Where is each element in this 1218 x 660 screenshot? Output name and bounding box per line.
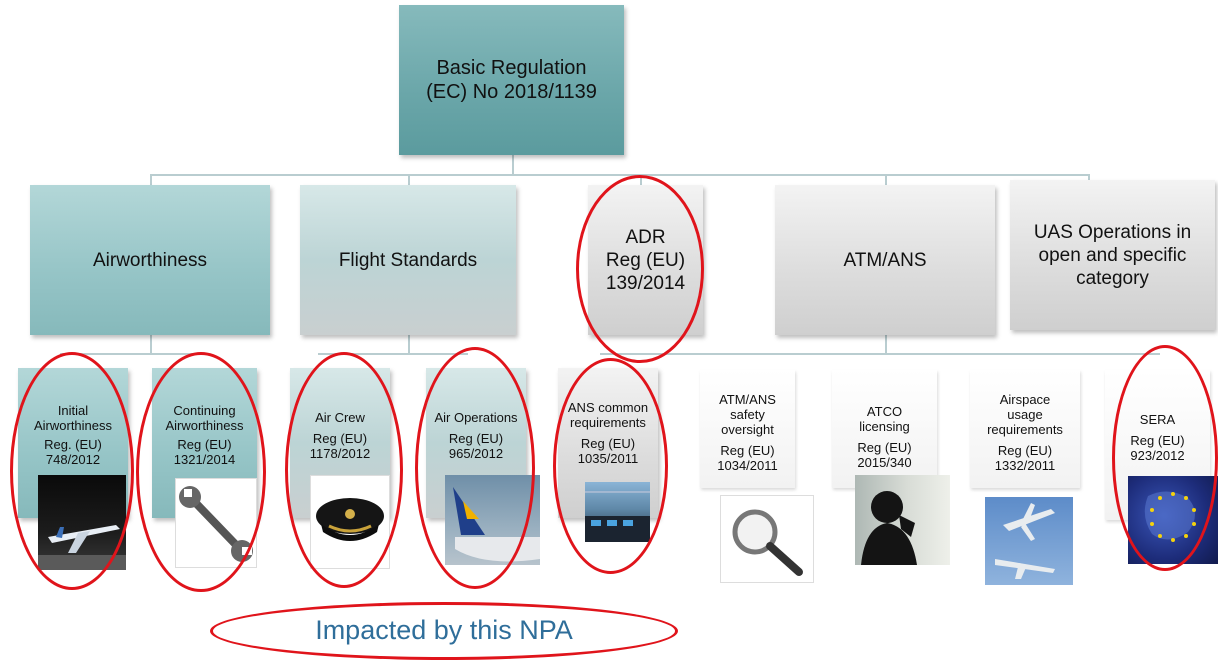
connector-air-bus: [60, 353, 200, 355]
category-atm-ans-box: ATM/ANS: [775, 185, 995, 335]
connector-flight-standards: [408, 174, 410, 186]
sub-air-crew-reg: Reg (EU): [312, 431, 368, 446]
legend-label: Impacted by this NPA: [315, 615, 573, 645]
sub-atco-licensing-box: ATCO licensing Reg (EU) 2015/340: [832, 370, 937, 488]
category-uas-label: UAS Operations in open and specific cate…: [1033, 221, 1192, 289]
root-title: Basic Regulation: [436, 57, 587, 79]
connector-fs-down: [408, 334, 410, 354]
sub-atm-oversight-name: ATM/ANS safety oversight: [719, 392, 776, 437]
category-adr-box: ADR Reg (EU) 139/2014: [588, 185, 703, 335]
sub-air-crew-name: Air Crew: [315, 410, 365, 425]
sub-continuing-airworthiness-number: 1321/2014: [173, 452, 236, 467]
sub-air-operations-number: 965/2012: [448, 446, 504, 461]
category-airworthiness-box: Airworthiness: [30, 185, 270, 335]
connector-air-down: [150, 334, 152, 354]
sub-air-operations-name: Air Operations: [434, 410, 518, 425]
sub-ans-common-number: 1035/2011: [577, 451, 639, 466]
sub-initial-airworthiness-number: 748/2012: [45, 452, 101, 467]
connector-top-bus: [150, 174, 1090, 176]
sub-initial-airworthiness-name: Initial Airworthiness: [33, 403, 113, 433]
sub-airspace-usage-box: Airspace usage requirements Reg (EU) 133…: [970, 370, 1080, 488]
sub-airspace-usage-name: Airspace usage requirements: [987, 392, 1063, 437]
connector-atm: [885, 174, 887, 186]
category-airworthiness-label: Airworthiness: [92, 249, 208, 271]
category-adr-number: 139/2014: [605, 272, 686, 294]
sub-air-operations-reg: Reg (EU): [448, 431, 504, 446]
pilot-cap-photo: [310, 475, 390, 569]
airplane-photo: [38, 475, 126, 570]
connector-adr: [640, 174, 642, 186]
airliners-photo: [985, 497, 1073, 585]
sub-atm-oversight-number: 1034/2011: [717, 458, 778, 473]
eu-map-photo: [1128, 476, 1218, 564]
sub-continuing-airworthiness-reg: Reg (EU): [177, 437, 232, 452]
wrench-photo: [175, 478, 257, 568]
category-adr-reg: Reg (EU): [605, 249, 686, 271]
category-adr-label: ADR: [625, 226, 666, 248]
sub-airspace-usage-number: 1332/2011: [994, 458, 1056, 473]
category-flight-standards-label: Flight Standards: [338, 249, 478, 271]
category-flight-standards-box: Flight Standards: [300, 185, 516, 335]
aircraft-tail-photo: [445, 475, 540, 565]
sub-atm-oversight-box: ATM/ANS safety oversight Reg (EU) 1034/2…: [700, 370, 795, 488]
root-subtitle: (EC) No 2018/1139: [426, 81, 597, 103]
connector-fs-bus: [318, 353, 468, 355]
sub-airspace-usage-reg: Reg (EU): [997, 443, 1053, 458]
controller-silhouette-photo: [855, 475, 950, 565]
connector-atm-bus: [600, 353, 1160, 355]
sub-air-crew-number: 1178/2012: [309, 446, 371, 461]
sub-continuing-airworthiness-name: Continuing Airworthiness: [165, 403, 244, 433]
connector-root-down: [512, 155, 514, 175]
sub-ans-common-name: ANS common requirements: [567, 400, 649, 430]
sub-initial-airworthiness-reg: Reg. (EU): [44, 437, 102, 452]
connector-atm-down: [885, 334, 887, 354]
category-atm-ans-label: ATM/ANS: [843, 249, 927, 271]
sub-ans-common-reg: Reg (EU): [580, 436, 636, 451]
magnifier-photo: [720, 495, 814, 583]
category-uas-box: UAS Operations in open and specific cate…: [1010, 180, 1215, 330]
root-basic-regulation-box: Basic Regulation (EC) No 2018/1139: [399, 5, 624, 155]
sub-atco-licensing-name: ATCO licensing: [859, 404, 910, 434]
sub-atco-licensing-reg: Reg (EU): [857, 440, 912, 455]
connector-airworthiness: [150, 174, 152, 186]
sub-sera-number: 923/2012: [1130, 448, 1185, 463]
control-tower-photo: [585, 482, 650, 542]
sub-sera-reg: Reg (EU): [1130, 433, 1185, 448]
sub-sera-name: SERA: [1139, 412, 1176, 427]
sub-atco-licensing-number: 2015/340: [857, 455, 912, 470]
sub-atm-oversight-reg: Reg (EU): [720, 443, 775, 458]
